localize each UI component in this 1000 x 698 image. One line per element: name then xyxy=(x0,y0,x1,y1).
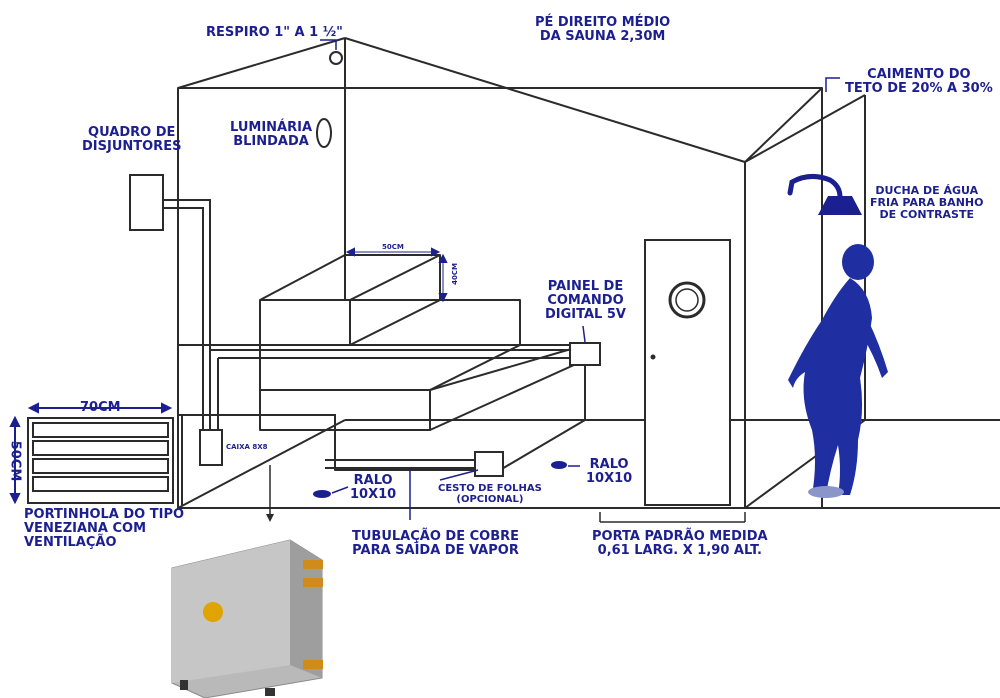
down-arrow-icon xyxy=(266,514,274,522)
control-panel-box xyxy=(569,342,601,366)
drain-left-line-2: 10X10 xyxy=(350,487,397,502)
armored-light-icon xyxy=(316,118,332,148)
roof-slope-label: CAIMENTO DO TETO DE 20% A 30% xyxy=(845,68,993,96)
breaker-panel-line-2: DISJUNTORES xyxy=(82,139,182,154)
junction-box xyxy=(199,429,223,466)
grille-width-label: 70CM xyxy=(80,400,121,415)
generator-logo-icon xyxy=(203,602,223,622)
drain-right-line-2: 10X10 xyxy=(586,471,633,486)
ventilation-hatch-line-1: PORTINHOLA DO TIPO xyxy=(24,507,185,522)
copper-pipe-line-2: PARA SAÍDA DE VAPOR xyxy=(352,543,519,558)
woman-silhouette-icon xyxy=(788,244,888,498)
ventilation-hatch-line-2: VENEZIANA COM xyxy=(24,521,147,536)
copper-piping xyxy=(163,199,570,469)
sauna-bench-steps xyxy=(178,254,586,471)
leaf-basket-line-2: (OPCIONAL) xyxy=(456,494,524,505)
steam-generator xyxy=(171,539,323,698)
step-height-label: 40CM xyxy=(450,263,459,285)
ventilation-grille xyxy=(27,417,174,504)
pipe-connector-1 xyxy=(303,560,323,569)
ceiling-height-line-2: DA SAUNA 2,30M xyxy=(539,29,666,44)
dimension-arrows xyxy=(9,247,448,505)
roof-slope-line-2: TETO DE 20% A 30% xyxy=(845,81,993,96)
respiro-label: RESPIRO 1" A 1 ½" xyxy=(206,25,343,40)
leaf-basket-line-1: CESTO DE FOLHAS xyxy=(438,483,542,494)
shower-line-1: DUCHA DE ÁGUA xyxy=(875,184,979,197)
bench-width-label: 50CM xyxy=(382,243,404,251)
ceiling-height-line-1: PÉ DIREITO MÉDIO xyxy=(535,15,671,30)
breaker-panel-label: QUADRO DE DISJUNTORES xyxy=(82,126,181,154)
roof-slope-line-1: CAIMENTO DO xyxy=(867,67,971,82)
drain-left-line-1: RALO xyxy=(353,473,393,488)
control-panel-line-1: PAINEL DE xyxy=(547,279,624,294)
leaf-basket-label: CESTO DE FOLHAS (OPCIONAL) xyxy=(438,483,542,505)
leaf-basket-box xyxy=(474,451,504,477)
shower-head-icon xyxy=(787,174,862,215)
junction-box-label: CAIXA 8X8 xyxy=(226,443,268,451)
light-line-2: BLINDADA xyxy=(233,134,309,149)
drain-left-label: RALO 10X10 xyxy=(350,474,396,502)
door-label: PORTA PADRÃO MEDIDA 0,61 LARG. X 1,90 AL… xyxy=(592,530,768,558)
control-panel-label: PAINEL DE COMANDO DIGITAL 5V xyxy=(545,280,626,322)
shower-line-2: FRIA PARA BANHO xyxy=(870,196,984,209)
control-panel-line-2: COMANDO xyxy=(547,293,624,308)
breaker-box xyxy=(129,174,164,231)
door-line-2: 0,61 LARG. X 1,90 ALT. xyxy=(597,543,762,558)
leader-lines xyxy=(269,39,840,523)
pipe-connector-2 xyxy=(303,578,323,587)
door-handle-icon xyxy=(650,354,656,360)
vent-hole-icon xyxy=(329,51,343,65)
drain-right-line-1: RALO xyxy=(589,457,629,472)
copper-pipe-line-1: TUBULAÇÃO DE COBRE xyxy=(352,529,520,544)
light-line-1: LUMINÁRIA xyxy=(230,120,312,135)
sauna-room-outline xyxy=(177,37,1000,509)
sauna-door xyxy=(644,239,731,506)
light-label: LUMINÁRIA BLINDADA xyxy=(230,121,312,149)
copper-pipe-label: TUBULAÇÃO DE COBRE PARA SAÍDA DE VAPOR xyxy=(352,530,519,558)
shower-label: DUCHA DE ÁGUA FRIA PARA BANHO DE CONTRAS… xyxy=(870,185,983,221)
control-panel-line-3: DIGITAL 5V xyxy=(545,307,626,322)
breaker-panel-line-1: QUADRO DE xyxy=(88,125,176,140)
grille-height-label: 50CM xyxy=(7,440,23,482)
shower-line-3: DE CONTRASTE xyxy=(879,208,974,221)
drain-icon-right xyxy=(551,461,567,469)
ventilation-hatch-line-3: VENTILAÇÃO xyxy=(24,535,117,550)
ventilation-hatch-label: PORTINHOLA DO TIPO VENEZIANA COM VENTILA… xyxy=(24,508,184,550)
ceiling-height-label: PÉ DIREITO MÉDIO DA SAUNA 2,30M xyxy=(535,16,670,44)
door-line-1: PORTA PADRÃO MEDIDA xyxy=(592,529,768,544)
drain-right-label: RALO 10X10 xyxy=(586,458,632,486)
drain-icon-left xyxy=(313,490,331,498)
door-window-inner-icon xyxy=(675,288,699,312)
pipe-connector-3 xyxy=(303,660,323,669)
generator-niche xyxy=(178,414,336,505)
